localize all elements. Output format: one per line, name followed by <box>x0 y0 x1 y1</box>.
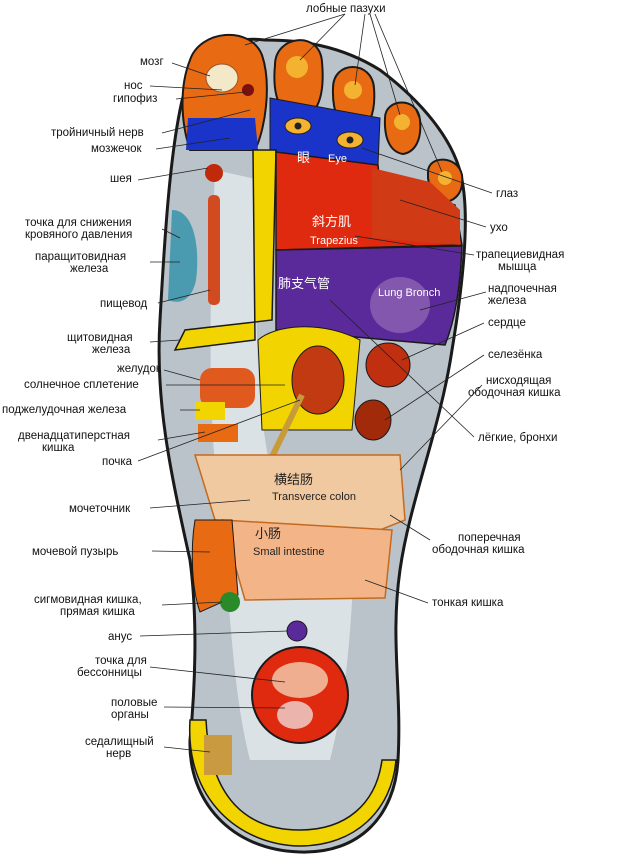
label-heart: сердце <box>488 317 526 329</box>
brain-zone <box>205 63 239 93</box>
stomach-zone <box>200 368 255 408</box>
label-bp-1: точка для снижения <box>25 217 132 229</box>
small-cn-label: 小肠 <box>255 527 281 542</box>
leader-lines <box>137 13 493 753</box>
toe-2-sinus <box>286 56 308 78</box>
spine-band <box>173 149 277 351</box>
label-pituitary: гипофиз <box>113 93 157 105</box>
label-pancreas: поджелудочная железа <box>2 404 127 416</box>
label-eye: глаз <box>496 188 518 200</box>
heart-zone <box>365 342 411 388</box>
label-esophagus: пищевод <box>100 298 148 310</box>
label-adrenal-2: железа <box>488 295 527 307</box>
lung-cn-label: 肺支气管 <box>278 276 330 292</box>
intestines <box>191 454 406 642</box>
adrenal-zone <box>370 277 430 333</box>
lung-en-label: Lung Bronch <box>378 287 440 299</box>
label-stomach: желудок <box>117 363 162 375</box>
label-duodenum-1: двенадцатиперстная <box>18 430 130 442</box>
ear-zone <box>372 168 460 245</box>
pancreas-zone <box>195 402 225 420</box>
pituitary-zone <box>242 84 254 96</box>
label-thyroid-2: железа <box>92 344 131 356</box>
label-solar-plexus: солнечное сплетение <box>24 379 139 391</box>
label-small-intestine: тонкая кишка <box>432 597 504 609</box>
sole-highlight <box>210 170 355 760</box>
sciatic-zone <box>204 735 232 775</box>
russian-labels: лобные пазухи мозг нос гипофиз тройничны… <box>2 3 564 760</box>
anus-dot <box>286 620 308 642</box>
label-insomnia-1: точка для <box>95 655 147 667</box>
spleen-zone <box>354 399 392 441</box>
label-kidney: почка <box>102 456 133 468</box>
label-sigmoid-1: сигмовидная кишка, <box>34 594 142 606</box>
upper-zones <box>168 97 463 351</box>
label-trapezius-2: мышца <box>498 261 537 273</box>
label-neck: шея <box>110 173 132 185</box>
toe-3-sinus <box>344 81 362 99</box>
label-brain: мозг <box>140 56 164 68</box>
label-transverse-1: поперечная <box>458 532 521 544</box>
insomnia-zone <box>272 662 328 698</box>
label-ureter: мочеточник <box>69 503 131 515</box>
small-en-label: Small intestine <box>253 546 325 558</box>
eye-en-label: Eye <box>328 153 347 165</box>
label-bladder: мочевой пузырь <box>32 546 118 558</box>
duodenum-zone <box>198 424 238 442</box>
cerebellum-zone <box>186 118 258 150</box>
label-adrenal-1: надпочечная <box>488 283 557 295</box>
label-sciatic-2: нерв <box>106 748 131 760</box>
label-genitals-1: половые <box>111 697 157 709</box>
sciatic-band <box>189 719 397 847</box>
label-nose: нос <box>124 80 143 92</box>
label-frontal-sinuses: лобные пазухи <box>306 3 386 15</box>
transverse-cn-label: 横结肠 <box>274 473 313 488</box>
label-descending-1: нисходящая <box>486 375 551 387</box>
label-insomnia-2: бессонницы <box>77 667 142 679</box>
label-trigeminal: тройничный нерв <box>51 127 144 139</box>
label-anus: анус <box>108 631 132 643</box>
bladder-zone <box>191 519 239 613</box>
inner-labels: 眼 Eye 斜方肌 Trapezius 肺支气管 Lung Bronch 横结肠… <box>253 151 440 558</box>
trapezius-en-label: Trapezius <box>310 235 358 247</box>
rectum-dot <box>220 592 240 612</box>
toe-4-sinus <box>394 114 410 130</box>
label-descending-2: ободочная кишка <box>468 387 561 399</box>
label-cerebellum: мозжечок <box>91 143 143 155</box>
label-sigmoid-2: прямая кишка <box>60 606 135 618</box>
transverse-colon-zone <box>193 454 406 531</box>
trapezius-cn-label: 斜方肌 <box>312 214 351 230</box>
label-lungs: лёгкие, бронхи <box>478 432 557 444</box>
eye-left-pupil <box>294 122 302 130</box>
heel <box>189 646 397 847</box>
label-sciatic-1: седалищный <box>85 736 154 748</box>
genitals-inner <box>277 701 313 729</box>
toe-5-sinus <box>438 171 452 185</box>
label-duodenum-2: кишка <box>42 442 75 454</box>
esophagus-zone <box>208 195 220 305</box>
label-parathyroid-1: паращитовидная <box>35 251 126 263</box>
eye-right-pupil <box>346 136 354 144</box>
eye-cn-label: 眼 <box>297 151 310 166</box>
label-bp-2: кровяного давления <box>25 229 132 241</box>
label-genitals-2: органы <box>111 709 149 721</box>
label-trapezius-1: трапециевидная <box>476 249 564 261</box>
label-ear: ухо <box>490 222 508 234</box>
label-parathyroid-2: железа <box>70 263 109 275</box>
small-intestine-zone <box>220 519 393 601</box>
neck-dot <box>205 164 223 182</box>
kidney-zone <box>291 345 345 415</box>
label-transverse-2: ободочная кишка <box>432 544 525 556</box>
label-thyroid-1: щитовидная <box>67 332 133 344</box>
parathyroid-zone <box>168 210 198 302</box>
transverse-en-label: Transverce colon <box>272 491 356 503</box>
label-spleen: селезёнка <box>488 349 543 361</box>
